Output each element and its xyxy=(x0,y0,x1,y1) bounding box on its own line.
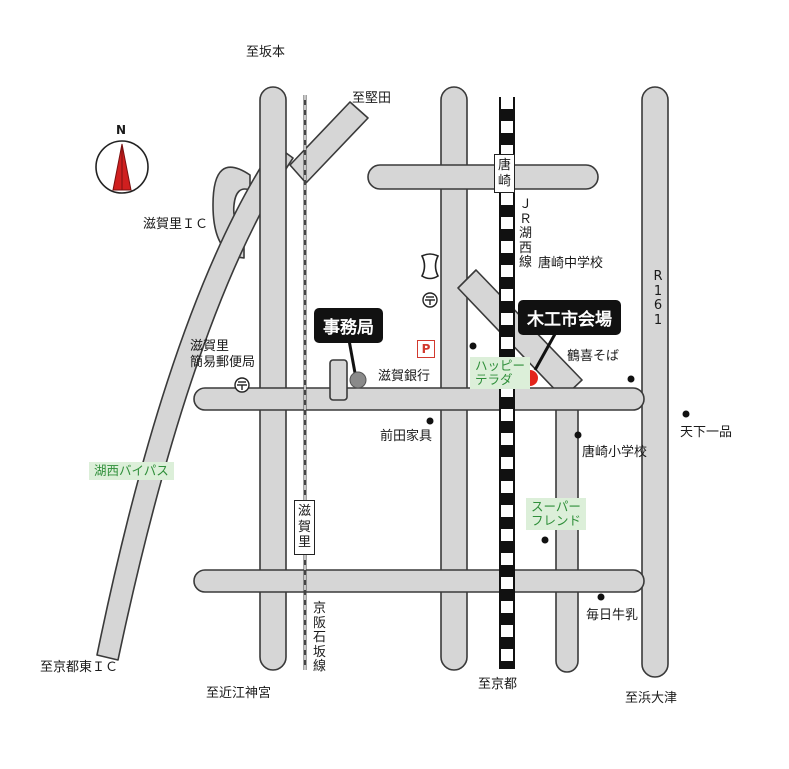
label-shiga-bank: 滋賀銀行 xyxy=(378,369,431,384)
office-callout: 事務局 xyxy=(314,308,383,343)
post-office-icon-shigasato xyxy=(234,377,250,393)
shrine-icon xyxy=(420,253,440,280)
post-office-icon xyxy=(422,292,438,308)
label-post-office-line1: 滋賀里 xyxy=(190,339,230,354)
road-v-r161 xyxy=(641,86,669,678)
station-sign-karasaki: 唐崎 xyxy=(494,154,515,194)
label-tsuruki-soba: 鶴喜そば xyxy=(567,349,620,364)
label-super-friend: スーパー フレンド xyxy=(526,498,587,530)
label-jr-kosei-line: ＪＲ湖西線 xyxy=(518,197,532,271)
dot-maeda-furniture xyxy=(426,417,434,425)
office-marker xyxy=(349,371,367,389)
dot-super-friend xyxy=(541,536,549,544)
venue-callout: 木工市会場 xyxy=(518,300,621,335)
label-post-office-line2: 簡易郵便局 xyxy=(190,355,256,370)
direction-omi-jingu: 至近江神宮 xyxy=(206,686,272,701)
compass-north-label: N xyxy=(116,123,127,137)
road-h-lower xyxy=(193,569,645,593)
label-karasaki-jhs: 唐崎中学校 xyxy=(538,256,604,271)
road-h-middle xyxy=(193,387,645,411)
label-happy-terada-line1: ハッピー xyxy=(475,358,526,373)
dot-happy-terada xyxy=(469,342,477,350)
road-h-top xyxy=(367,164,599,190)
label-keihan-ishizaka-line: 京阪石坂線 xyxy=(312,601,326,675)
office-pointer xyxy=(347,339,357,374)
label-happy-terada-line2: テラダ xyxy=(475,372,513,387)
direction-kyoto-higashi-ic: 至京都東ＩＣ xyxy=(40,660,119,675)
label-r161: R161 xyxy=(650,269,666,329)
direction-kyoto: 至京都 xyxy=(478,677,518,692)
compass-icon xyxy=(95,140,149,194)
road-to-katata xyxy=(289,101,369,184)
label-kosei-bypass: 湖西バイパス xyxy=(89,462,174,481)
road-v-sakamoto xyxy=(259,86,287,671)
label-tenka-ippin: 天下一品 xyxy=(680,425,733,440)
direction-sakamoto: 至坂本 xyxy=(246,45,286,60)
dot-mainichi-milk xyxy=(597,593,605,601)
direction-katata: 至堅田 xyxy=(352,91,392,106)
station-sign-shigasato: 滋賀里 xyxy=(294,500,315,555)
dot-karasaki-es xyxy=(574,431,582,439)
label-happy-terada: ハッピー テラダ xyxy=(470,357,531,389)
direction-hamaotsu: 至浜大津 xyxy=(625,691,678,706)
road-v-center xyxy=(440,86,468,671)
label-maeda-furniture: 前田家具 xyxy=(380,429,433,444)
label-super-friend-line1: スーパー xyxy=(531,499,581,514)
label-mainichi-milk: 毎日牛乳 xyxy=(586,608,639,623)
road-spur-office xyxy=(329,359,348,401)
dot-tenka-ippin xyxy=(682,410,690,418)
parking-icon: P xyxy=(417,340,435,358)
label-shigasato-ic: 滋賀里ＩＣ xyxy=(143,217,209,232)
label-karasaki-es: 唐崎小学校 xyxy=(582,445,648,460)
dot-tsuruki-soba xyxy=(627,375,635,383)
label-super-friend-line2: フレンド xyxy=(531,513,582,528)
